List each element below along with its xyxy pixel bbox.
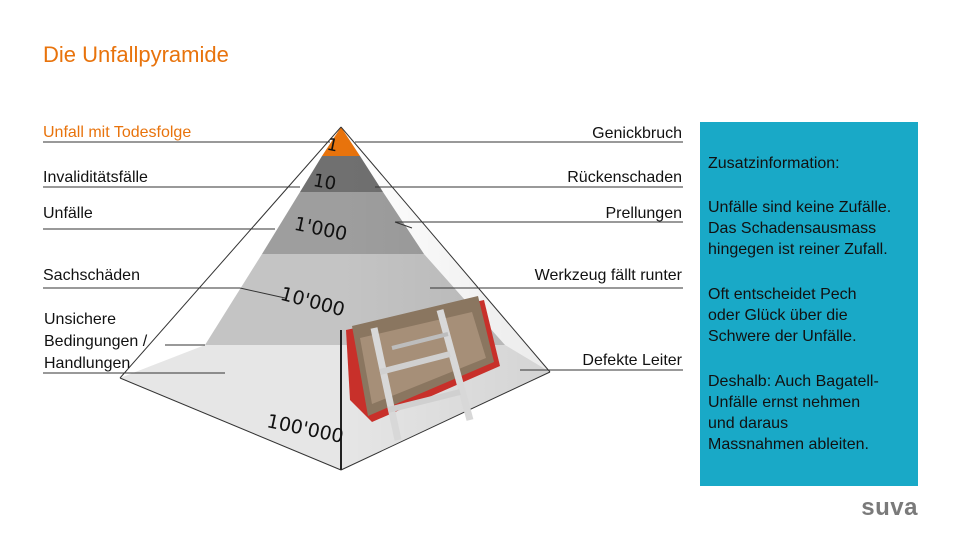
- level-value-2: 10: [311, 170, 337, 195]
- right-label-bruises: Prellungen: [605, 205, 683, 222]
- right-label-back-injury: Rückenschaden: [567, 169, 682, 186]
- info-paragraph-3: Deshalb: Auch Bagatell- Unfälle ernst ne…: [708, 373, 879, 453]
- page-title: Die Unfallpyramide: [43, 42, 229, 67]
- suva-logo: suva: [861, 494, 918, 521]
- right-label-broken-neck: Genickbruch: [592, 125, 682, 142]
- right-label-defective-ladder: Defekte Leiter: [582, 352, 682, 369]
- left-label-fatal: Unfall mit Todesfolge: [43, 124, 192, 141]
- left-label-property-damage: Sachschäden: [43, 267, 140, 284]
- right-label-tool-falls: Werkzeug fällt runter: [534, 267, 682, 284]
- left-label-disability: Invaliditätsfälle: [43, 169, 148, 186]
- info-box: [700, 122, 918, 486]
- left-label-accidents: Unfälle: [43, 205, 93, 222]
- info-heading: Zusatzinformation:: [708, 155, 840, 172]
- left-label-unsafe-conditions: Unsichere Bedingungen / Handlungen: [44, 311, 148, 372]
- info-paragraph-1: Unfälle sind keine Zufälle. Das Schadens…: [708, 199, 892, 258]
- level-value-1: 1: [325, 135, 340, 157]
- info-paragraph-2: Oft entscheidet Pech oder Glück über die…: [708, 286, 857, 345]
- defective-ladder-photo: [346, 296, 500, 441]
